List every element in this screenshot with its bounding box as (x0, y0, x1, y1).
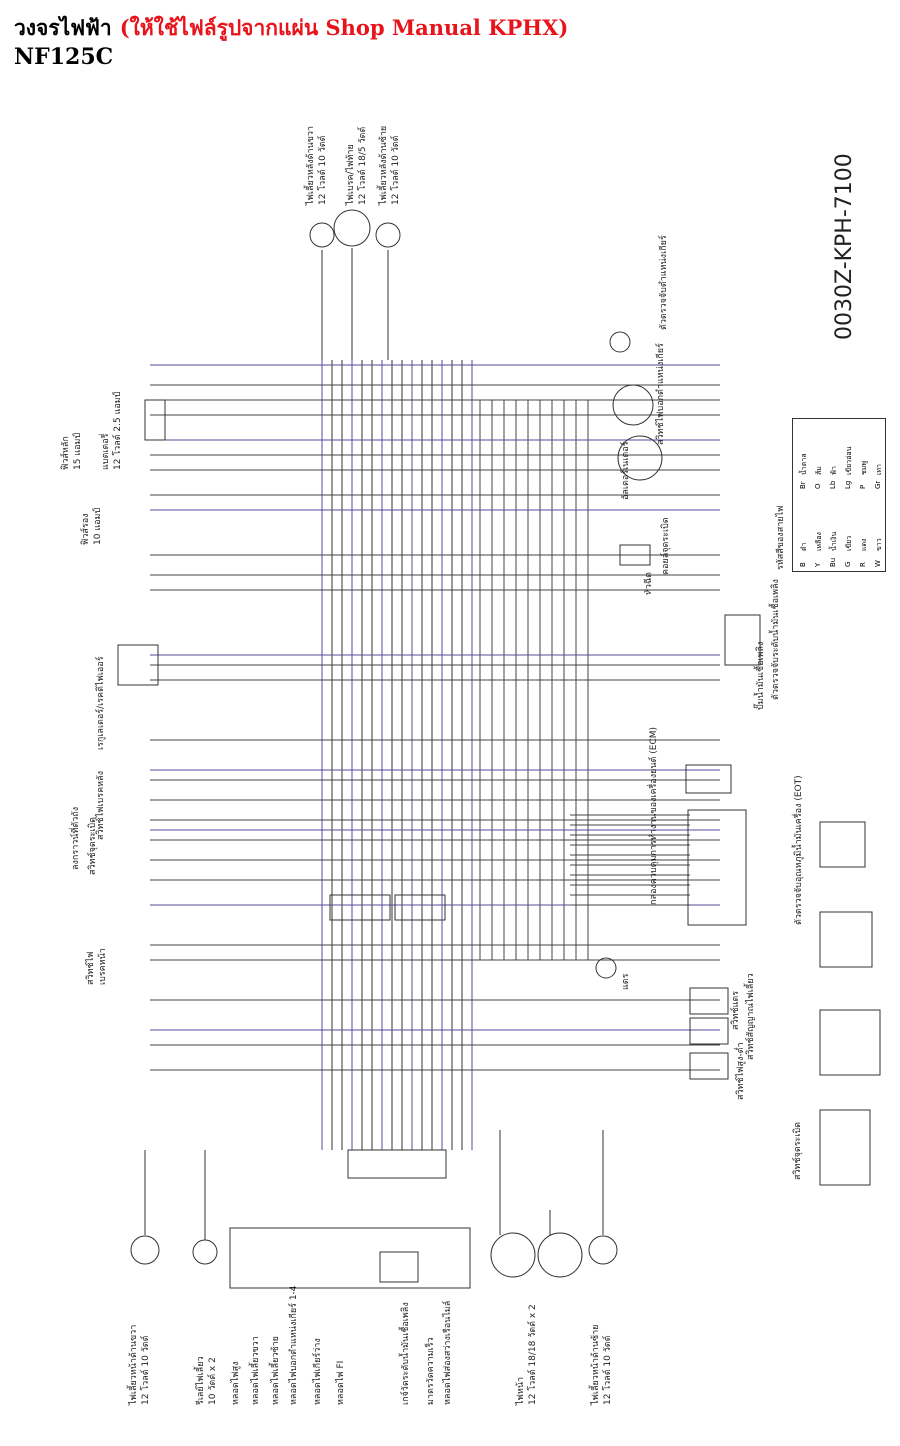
color-code-cell: เขียว (845, 535, 853, 551)
color-code-cell: เขียวอ่อน (845, 446, 853, 475)
right-component-label: ปั๊มน้ำมันเชื้อเพลิง (756, 641, 766, 710)
color-code-cell: ดำ (800, 542, 808, 551)
left-component-label: ฟิวส์รอง 10 แอมป์ (81, 507, 103, 545)
gear-position-switch (612, 384, 654, 426)
color-code-cell: Gr (874, 480, 882, 489)
left-component-label: สวิทช์ไฟ เบรคหน้า (86, 948, 108, 985)
title-text: วงจรไฟฟ้า (14, 15, 112, 40)
right-component-label: หัวฉีด (644, 572, 654, 595)
right-component-label: สวิทช์แตร (731, 990, 741, 1030)
left-component-label: เรกูเลเตอร์/เรคติไฟเออร์ (96, 656, 106, 750)
color-code-cell: Lb (829, 480, 837, 489)
color-code-cell: Y (814, 562, 822, 567)
page-title: วงจรไฟฟ้า (ให้ใช้ไฟล์รูปจากแผ่น Shop Manu… (14, 12, 568, 45)
bulb-icon (537, 1232, 583, 1278)
bulb-icon (333, 209, 371, 247)
bottom-component-label: หลอดไฟ FI (336, 1360, 346, 1405)
top-component-label: ไฟเลี้ยวหลังด้านซ้าย 12 โวลต์ 10 วัตต์ (379, 125, 401, 205)
alternator (617, 435, 663, 481)
bulb-icon (130, 1235, 160, 1265)
cluster-connector (347, 1149, 447, 1179)
right-component-label: ตัวตรวจจับตำแหน่งเกียร์ (659, 235, 669, 330)
color-code-cell: Bu (829, 557, 837, 567)
right-component-label: คอยล์จุดระเบิด (661, 517, 671, 575)
right-component-label: แตร (621, 973, 631, 990)
handlebar-switch (689, 987, 729, 1015)
color-code-cell: W (874, 560, 882, 567)
color-code-cell: น้ำตาล (800, 453, 808, 475)
bottom-component-label: หลอดไฟบอกตำแหน่งเกียร์ 1-4 (289, 1285, 299, 1405)
color-code-cell: ชมพู (860, 461, 868, 475)
color-code-cell: R (859, 562, 867, 567)
instrument-cluster (229, 1227, 471, 1289)
bottom-component-label: ไฟหน้า 12 โวลต์ 18/18 วัตต์ x 2 (516, 1304, 538, 1405)
part-code: 0030Z-KPH-7100 (832, 153, 857, 340)
bottom-component-label: หลอดไฟเลี้ยวซ้าย (271, 1336, 281, 1405)
color-code-cell: Lg (844, 480, 852, 489)
color-code-cell: O (814, 483, 822, 489)
bulb-icon (588, 1235, 618, 1265)
right-component-label: ตัวตรวจจับระดับน้ำมันเชื้อเพลิง (771, 579, 781, 700)
connector-right (394, 894, 446, 921)
bottom-component-label: รีเลย์ไฟเลี้ยว 10 วัตต์ x 2 (196, 1356, 218, 1405)
top-component-label: ไฟเลี้ยวหลังด้านขวา 12 โวลต์ 10 วัตต์ (306, 126, 328, 205)
left-component-label: ฟิวส์หลัก 15 แอมป์ (61, 432, 83, 470)
color-code-cell: แดง (860, 538, 868, 551)
switch-table (819, 1109, 871, 1186)
bulb-icon (309, 222, 335, 248)
left-component-label: แบตเตอรี่ 12 โวลต์ 2.5 แอมป์ (101, 391, 123, 470)
eot-connector (685, 764, 732, 794)
bottom-component-label: ไฟเลี้ยวหน้าด้านซ้าย 12 โวลต์ 10 วัตต์ (591, 1324, 613, 1405)
fuel-pump (724, 614, 761, 666)
ignition-coil (619, 544, 651, 566)
right-component-label: ตัวตรวจจับอุณหภูมิน้ำมันเครื่อง (EOT) (794, 775, 804, 925)
bottom-component-label: หลอดไฟเลี้ยวขวา (251, 1336, 261, 1405)
color-code-table: B ดำ Br น้ำตาล Y เหลือง O ส้ม Bu น้ำเงิน Lb ฟ้า G เขี… (792, 418, 886, 572)
bulb-icon (375, 222, 401, 248)
top-component-label: ไฟเบรค/ไฟท้าย 12 โวลต์ 18/5 วัตต์ (346, 126, 368, 205)
color-code-cell: เทา (875, 464, 883, 475)
left-component-label: ลงกราวน์ที่ตัวถัง (71, 806, 81, 870)
bottom-component-label: ไฟเลี้ยวหน้าด้านขวา 12 โวลต์ 10 วัตต์ (129, 1324, 151, 1405)
model-name: NF125C (14, 44, 114, 70)
bulb-icon (192, 1239, 218, 1265)
switch-table (819, 911, 873, 968)
color-code-cell: Br (799, 481, 807, 489)
meter-window (379, 1251, 419, 1283)
color-code-cell: P (859, 484, 867, 489)
color-code-cell: ฟ้า (830, 466, 838, 475)
bottom-component-label: หลอดไฟเกียร์ว่าง (313, 1338, 323, 1405)
right-component-label: สวิทช์ไฟสูง-ต่ำ (736, 1042, 746, 1100)
horn (595, 957, 617, 979)
right-component-label: อัลเตอร์เนเตอร์ (621, 441, 631, 500)
color-code-cell: เหลือง (815, 532, 823, 551)
bottom-component-label: หลอดไฟสูง (231, 1361, 241, 1405)
regulator (117, 644, 159, 686)
connector-left (329, 894, 391, 921)
color-code-cell: ขาว (875, 538, 883, 551)
left-component-label: สวิทช์จุดระเบิด (88, 816, 98, 875)
right-component-label: สวิทช์ไฟบอกตำแหน่งเกียร์ (656, 343, 666, 445)
handlebar-switch (689, 1017, 729, 1045)
bottom-component-label: หลอดไฟส่องสว่างเรือนไมล์ (443, 1300, 453, 1405)
neutral-sensor (609, 331, 631, 353)
switch-table (819, 821, 866, 868)
color-code-cell: G (844, 561, 852, 567)
color-code-cell: B (799, 562, 807, 567)
battery (144, 399, 166, 441)
handlebar-switch (689, 1052, 729, 1080)
switch-table (819, 1009, 881, 1076)
color-code-cell: ส้ม (815, 466, 823, 475)
bottom-component-label: เกจ์วัดระดับน้ำมันเชื้อเพลิง (401, 1302, 411, 1405)
color-code-cell: น้ำเงิน (830, 531, 838, 551)
bottom-component-label: มาตรวัดความเร็ว (426, 1337, 436, 1405)
bulb-icon (490, 1232, 536, 1278)
note-text: (ให้ใช้ไฟล์รูปจากแผ่น Shop Manual KPHX) (119, 15, 569, 40)
right-component-label: กล่องควบคุมการทำงานของเครื่องยนต์ (ECM) (649, 726, 659, 905)
right-component-label: สวิทช์จุดระเบิด (793, 1121, 803, 1180)
color-code-title: รหัสสีของสายไฟ (776, 505, 786, 570)
ecm-box (687, 809, 747, 926)
